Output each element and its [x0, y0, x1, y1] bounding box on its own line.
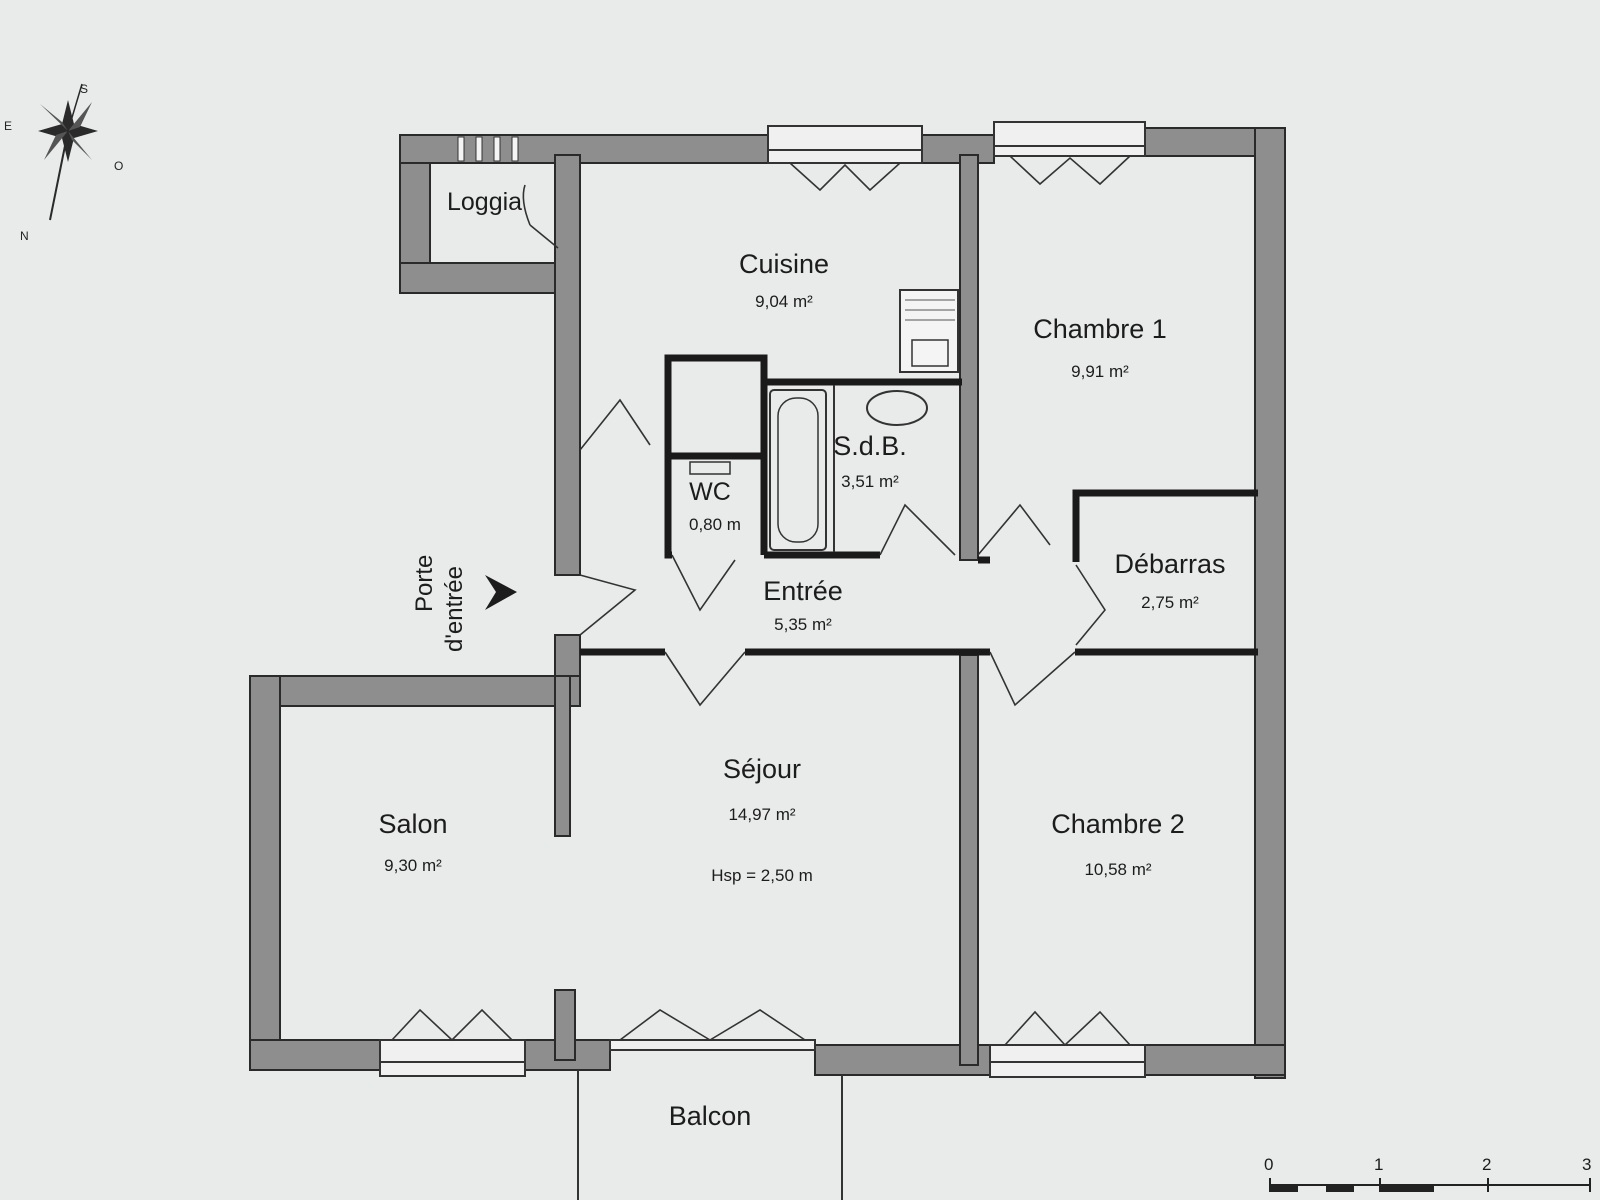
room-sdb-name: S.d.B. [833, 431, 907, 461]
room-cuisine-area: 9,04 m² [755, 292, 813, 311]
compass-south-label: S [80, 82, 88, 96]
compass-north-label: N [20, 229, 29, 243]
room-wc-name: WC [689, 478, 731, 506]
room-chambre2-area: 10,58 m² [1084, 860, 1151, 879]
room-loggia-name: Loggia [447, 188, 522, 216]
toilet-icon [689, 461, 731, 475]
kitchen-sink-icon [899, 289, 959, 373]
room-chambre1-area: 9,91 m² [1071, 362, 1129, 381]
room-debarras-name: Débarras [1114, 549, 1225, 579]
scale-label-1: 1 [1374, 1155, 1383, 1174]
compass-rose: S N O E [4, 82, 123, 243]
room-entree-name: Entrée [763, 576, 843, 606]
room-wc-area: 0,80 m [689, 515, 741, 534]
scale-label-2: 2 [1482, 1155, 1491, 1174]
compass-west-label: O [114, 159, 123, 173]
entrance-arrow-icon [485, 575, 517, 610]
scale-bar: 0 1 2 3 [1264, 1155, 1591, 1192]
room-sdb-area: 3,51 m² [841, 472, 899, 491]
room-chambre2-name: Chambre 2 [1051, 809, 1185, 839]
room-balcon-name: Balcon [669, 1101, 752, 1131]
room-salon-area: 9,30 m² [384, 856, 442, 875]
room-chambre1-name: Chambre 1 [1033, 314, 1167, 344]
room-debarras-area: 2,75 m² [1141, 593, 1199, 612]
entrance-label-line1: Porte [411, 555, 438, 612]
scale-label-0: 0 [1264, 1155, 1273, 1174]
room-salon-name: Salon [378, 809, 447, 839]
room-cuisine-name: Cuisine [739, 249, 829, 279]
balcony [577, 1070, 843, 1200]
fixtures [689, 289, 959, 552]
room-entree-area: 5,35 m² [774, 615, 832, 634]
room-sejour-area: 14,97 m² [728, 805, 795, 824]
room-sejour-height-note: Hsp = 2,50 m [711, 866, 813, 885]
windows [379, 121, 1146, 1078]
scale-label-3: 3 [1582, 1155, 1591, 1174]
room-sejour-name: Séjour [723, 754, 801, 784]
compass-east-label: E [4, 119, 12, 133]
entrance-label-line2: d'entrée [441, 566, 468, 652]
bathtub-icon [769, 389, 827, 551]
interior-walls [580, 354, 1258, 656]
door-swings [522, 184, 1106, 707]
washbasin-icon [866, 390, 928, 426]
